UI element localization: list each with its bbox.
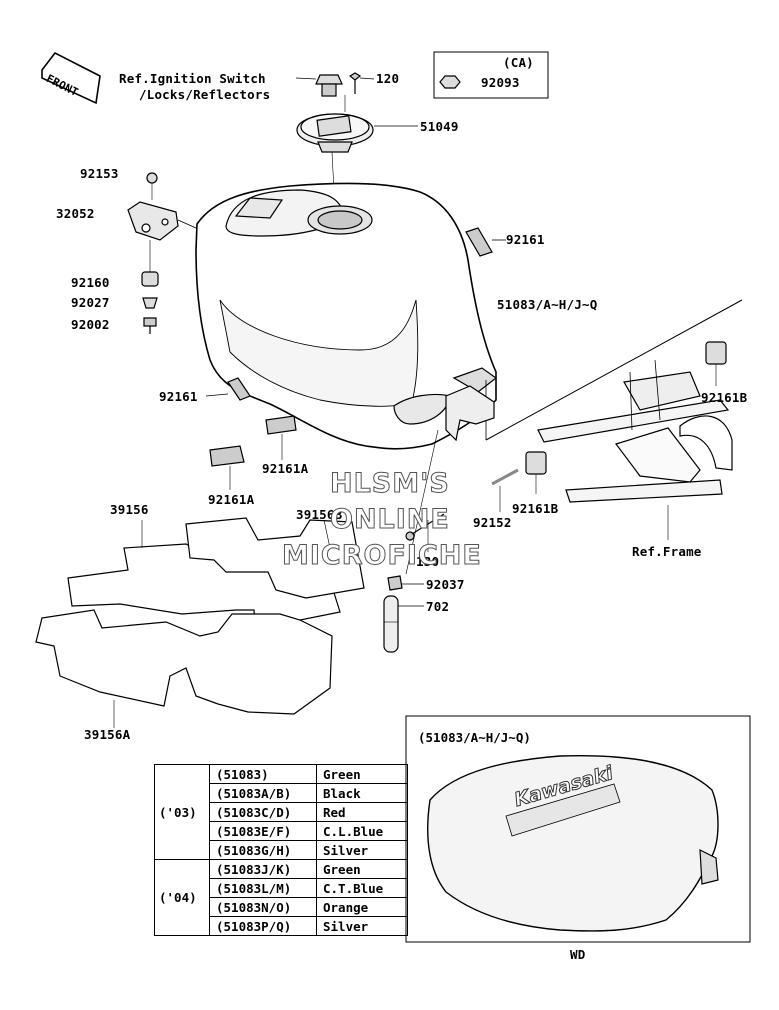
footer-code: WD — [570, 947, 586, 962]
table-row: ('03) (51083) Green — [154, 764, 408, 860]
pad-39156A — [35, 609, 333, 715]
color-cell: Orange — [316, 897, 408, 917]
label-locks-reflectors: /Locks/Reflectors — [139, 87, 271, 102]
label-92037: 92037 — [426, 577, 465, 592]
label-92161A-2: 92161A — [208, 492, 255, 507]
part-cell: (51083L/M) — [209, 878, 317, 898]
table-row: (51083L/M) C.T.Blue — [155, 878, 408, 898]
label-ignition-switch: Ref.Ignition Switch — [119, 71, 266, 86]
label-92161A-1: 92161A — [262, 461, 309, 476]
part-cell: (51083P/Q) — [209, 916, 317, 936]
label-92093: 92093 — [481, 75, 520, 90]
pad-92161-top — [465, 227, 493, 257]
ignition-cap-part — [315, 74, 343, 97]
label-39156A: 39156A — [84, 727, 131, 742]
table-row: (51083G/H) Silver — [155, 840, 408, 860]
cap-nut-92093-icon — [439, 75, 461, 89]
part-cell: (51083C/D) — [209, 802, 317, 822]
bracket-32052 — [127, 201, 179, 241]
label-ca: (CA) — [503, 55, 534, 70]
table-row: (51083N/O) Orange — [155, 897, 408, 917]
label-92002: 92002 — [71, 317, 110, 332]
part-cell: (51083G/H) — [209, 840, 317, 860]
hose-702 — [383, 595, 399, 653]
label-51049: 51049 — [420, 119, 459, 134]
frame-rails — [485, 299, 743, 503]
pin-92152-icon — [491, 468, 519, 486]
label-92160: 92160 — [71, 275, 110, 290]
color-table: ('03) (51083) Green (51083A/B) Black (51… — [154, 764, 408, 936]
color-cell: Green — [316, 764, 408, 784]
year-cell: ('04) — [154, 859, 210, 936]
tank-rear-bracket — [445, 385, 495, 442]
label-92161B-upper: 92161B — [701, 390, 748, 405]
table-row: ('04) (51083J/K) Green — [154, 859, 408, 936]
watermark-line-2: ONLINE — [330, 504, 450, 536]
label-39156B: 39156B — [296, 507, 343, 522]
damper-92161B-upper — [705, 341, 727, 365]
part-cell: (51083A/B) — [209, 783, 317, 803]
label-120: 120 — [376, 71, 400, 86]
color-cell: Black — [316, 783, 408, 803]
inset-tank-illustration — [427, 754, 719, 932]
damper-92161B-lower — [525, 451, 547, 475]
label-92161-top: 92161 — [506, 232, 545, 247]
label-ref-frame: Ref.Frame — [632, 544, 702, 559]
label-702: 702 — [426, 599, 450, 614]
bolt-120-icon — [348, 72, 362, 94]
label-51083: 51083/A~H/J~Q — [497, 297, 598, 312]
table-row: (51083P/Q) Silver — [155, 916, 408, 936]
clip-92037-icon — [387, 575, 403, 591]
color-cell: Red — [316, 802, 408, 822]
label-92161B-lower: 92161B — [512, 501, 559, 516]
screw-92153-icon — [146, 172, 158, 200]
part-cell: (51083) — [209, 764, 317, 784]
label-92027: 92027 — [71, 295, 110, 310]
collar-92027-icon — [142, 297, 158, 309]
label-92152: 92152 — [473, 515, 512, 530]
bolt-92002-icon — [143, 317, 157, 334]
label-92161-left: 92161 — [159, 389, 198, 404]
color-cell: Green — [316, 859, 408, 879]
color-cell: Silver — [316, 916, 408, 936]
watermark-line-1: HLSM'S — [330, 468, 450, 500]
inset-title: (51083/A~H/J~Q) — [418, 730, 531, 745]
ca-box — [433, 51, 549, 99]
damper-92160-icon — [141, 271, 159, 287]
part-cell: (51083J/K) — [209, 859, 317, 879]
color-cell: C.T.Blue — [316, 878, 408, 898]
year-cell: ('03) — [154, 764, 210, 860]
watermark-line-3: MICROFICHE — [282, 540, 482, 572]
table-row: (51083E/F) C.L.Blue — [155, 821, 408, 841]
color-cell: C.L.Blue — [316, 821, 408, 841]
label-92153: 92153 — [80, 166, 119, 181]
pad-92161A-2 — [209, 445, 245, 467]
label-130: 130 — [416, 554, 440, 569]
fuel-cap-51049 — [296, 113, 374, 153]
pad-92161A-1 — [265, 415, 297, 435]
part-cell: (51083N/O) — [209, 897, 317, 917]
table-row: (51083A/B) Black — [155, 783, 408, 803]
front-arrow-icon — [41, 51, 101, 105]
fuel-tank-51083 — [195, 182, 498, 450]
label-39156: 39156 — [110, 502, 149, 517]
color-cell: Silver — [316, 840, 408, 860]
pad-92161-left — [227, 377, 251, 401]
part-cell: (51083E/F) — [209, 821, 317, 841]
label-32052: 32052 — [56, 206, 95, 221]
pad-39156B — [185, 517, 365, 599]
